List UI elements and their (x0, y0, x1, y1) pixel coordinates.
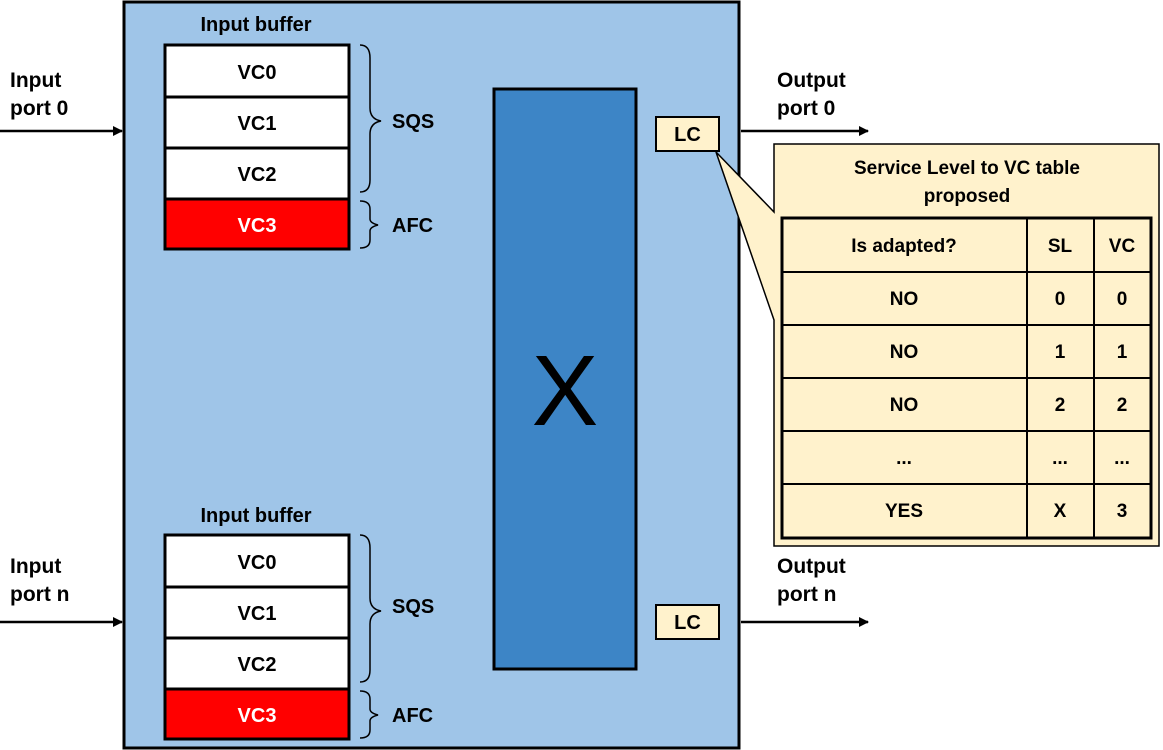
svg-text:0: 0 (1055, 289, 1066, 310)
svg-text:...: ... (1114, 448, 1130, 469)
sl-to-vc-table: Is adapted? SL VC NO 0 0 NO 1 1 NO 2 2 .… (780, 216, 1153, 540)
svg-text:NO: NO (890, 289, 919, 310)
svg-text:...: ... (1052, 448, 1068, 469)
afc-label: AFC (392, 705, 433, 727)
vc0-label: VC0 (238, 62, 277, 84)
output-port-n-label: Output port n (777, 555, 846, 606)
table-header-sl: SL (1048, 236, 1073, 257)
svg-text:port n: port n (777, 583, 836, 606)
svg-text:3: 3 (1117, 501, 1128, 522)
table-row: NO 2 2 (890, 395, 1128, 416)
output-port-0-label: Output port 0 (777, 69, 846, 120)
afc-brace (359, 690, 379, 739)
table-title-line1: Service Level to VC table (854, 158, 1080, 179)
table-row: NO 0 0 (890, 289, 1128, 310)
crossbar (492, 87, 638, 671)
svg-text:port n: port n (10, 583, 69, 606)
sl-to-vc-callout: Service Level to VC table proposed Is ad… (715, 143, 1160, 547)
table-header-adapted: Is adapted? (851, 236, 957, 257)
table-title-line2: proposed (924, 186, 1011, 207)
vc3-label: VC3 (238, 215, 277, 237)
vc2-label: VC2 (238, 654, 277, 676)
table-row: ... ... ... (896, 448, 1130, 469)
svg-text:...: ... (896, 448, 912, 469)
svg-text:NO: NO (890, 395, 919, 416)
vc0-label: VC0 (238, 552, 277, 574)
svg-text:0: 0 (1117, 289, 1128, 310)
svg-text:1: 1 (1117, 342, 1128, 363)
svg-text:NO: NO (890, 342, 919, 363)
svg-text:YES: YES (885, 501, 923, 522)
afc-brace (359, 200, 379, 249)
input-buffer-n-title: Input buffer (200, 505, 311, 527)
sqs-label: SQS (392, 111, 434, 133)
afc-label: AFC (392, 215, 433, 237)
svg-text:X: X (1054, 501, 1067, 522)
svg-text:2: 2 (1117, 395, 1128, 416)
svg-text:port 0: port 0 (777, 97, 835, 120)
vc2-label: VC2 (238, 164, 277, 186)
svg-text:LC: LC (674, 612, 701, 634)
input-port-n-label: Input port n (10, 555, 69, 606)
vc3-label: VC3 (238, 705, 277, 727)
svg-text:2: 2 (1055, 395, 1066, 416)
table-row: YES X 3 (885, 501, 1127, 522)
input-buffer-0-title: Input buffer (200, 14, 311, 36)
svg-text:Output: Output (777, 555, 846, 578)
svg-text:Output: Output (777, 69, 846, 92)
crossbar-label: X (532, 335, 599, 447)
link-controller-0: LC (655, 116, 720, 152)
vc1-label: VC1 (238, 113, 277, 135)
svg-text:Input: Input (10, 555, 61, 578)
input-buffer-n: Input buffer VC0 VC1 VC2 VC3 SQS AFC (163, 505, 434, 741)
svg-text:Input: Input (10, 69, 61, 92)
svg-text:port 0: port 0 (10, 97, 68, 120)
sqs-brace (359, 44, 382, 193)
input-port-0-label: Input port 0 (10, 69, 68, 120)
input-buffer-0: Input buffer VC0 VC1 VC2 VC3 SQS AFC (163, 14, 434, 251)
link-controller-n: LC (655, 604, 720, 640)
svg-text:LC: LC (674, 124, 701, 146)
table-row: NO 1 1 (890, 342, 1128, 363)
vc1-label: VC1 (238, 603, 277, 625)
svg-text:1: 1 (1055, 342, 1066, 363)
sqs-brace (359, 534, 382, 683)
sqs-label: SQS (392, 596, 434, 618)
table-header-vc: VC (1109, 236, 1136, 257)
